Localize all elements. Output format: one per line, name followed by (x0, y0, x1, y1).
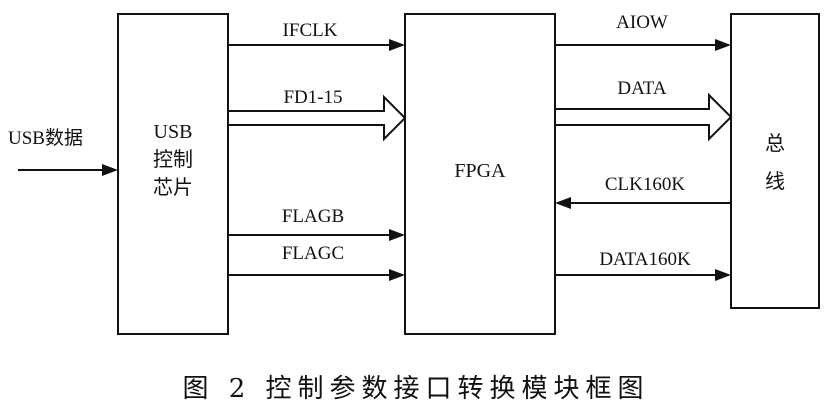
data160k-label: DATA160K (599, 249, 691, 270)
clk160k-arrowhead (555, 197, 571, 209)
data-bus-arrow (554, 92, 733, 142)
usb-controller-label-line3: 芯片 (153, 176, 193, 199)
ifclk-arrowhead (389, 39, 405, 51)
usb-controller-label-line2: 控制 (153, 148, 193, 171)
aiow-label: AIOW (616, 12, 668, 33)
fpga-label: FPGA (454, 160, 506, 182)
bus-label-line1: 总 (765, 132, 785, 155)
aiow-arrowhead (715, 39, 731, 51)
flagc-arrowhead (389, 269, 405, 281)
data160k-arrowhead (715, 269, 731, 281)
usb-controller-block (117, 13, 229, 335)
flagc-label: FLAGC (282, 243, 344, 264)
fpga-block (404, 13, 556, 335)
ifclk-label: IFCLK (283, 20, 338, 41)
figure-caption: 图 2 控制参数接口转换模块框图 (182, 374, 649, 404)
fd-bus-arrow (227, 94, 407, 142)
fd-label: FD1-15 (283, 87, 342, 108)
clk160k-label: CLK160K (605, 174, 686, 195)
flagb-arrowhead (389, 229, 405, 241)
usb-data-input-arrowhead (102, 164, 118, 176)
data-label: DATA (617, 78, 666, 99)
bus-block (730, 13, 820, 309)
usb-data-input-label: USB数据 (8, 127, 83, 149)
bus-label-line2: 线 (765, 170, 785, 193)
usb-controller-label-line1: USB (154, 121, 193, 143)
flagb-label: FLAGB (282, 206, 344, 227)
